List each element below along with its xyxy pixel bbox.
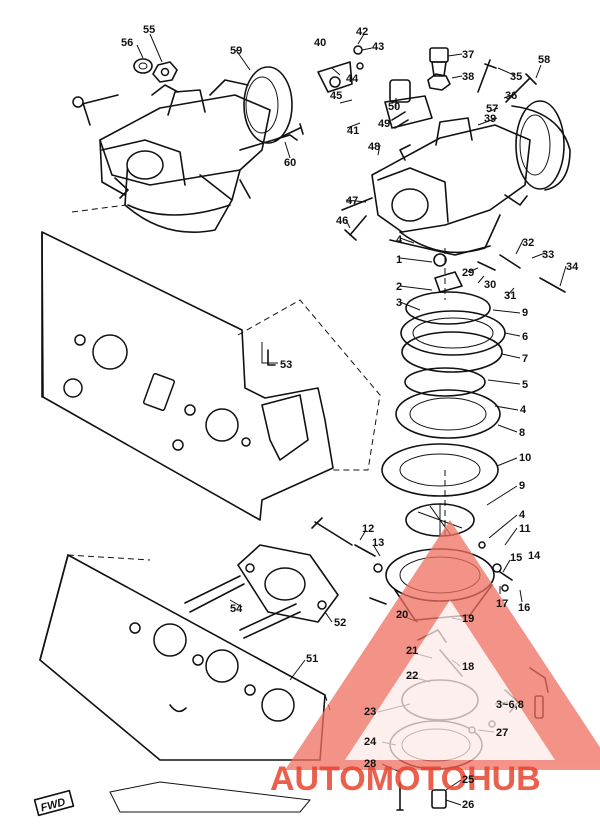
callout-8: 8 bbox=[519, 427, 525, 439]
screw-60 bbox=[274, 123, 304, 141]
callout-26: 26 bbox=[462, 799, 474, 811]
callout-16: 16 bbox=[518, 602, 530, 614]
callout-22: 22 bbox=[406, 670, 418, 682]
callout-7: 7 bbox=[522, 353, 528, 365]
callout-4-mid: 4 bbox=[520, 404, 527, 416]
float-bowl-cover-parts bbox=[317, 45, 571, 241]
nut-55 bbox=[152, 61, 178, 83]
callout-56: 56 bbox=[121, 37, 133, 49]
callout-1: 1 bbox=[396, 254, 402, 266]
callout-42: 42 bbox=[356, 26, 368, 38]
callout-9-bottom: 9 bbox=[519, 480, 525, 492]
callout-15: 15 bbox=[510, 552, 522, 564]
callout-21: 21 bbox=[406, 645, 418, 657]
callout-25: 25 bbox=[462, 774, 474, 786]
callout-45: 45 bbox=[330, 90, 342, 102]
callout-34: 34 bbox=[566, 261, 579, 273]
callout-2: 2 bbox=[396, 281, 402, 293]
forward-marker: FWD bbox=[33, 789, 75, 817]
callout-24: 24 bbox=[364, 736, 377, 748]
callout-55: 55 bbox=[143, 24, 155, 36]
callout-14: 14 bbox=[528, 550, 541, 562]
callout-44: 44 bbox=[346, 73, 359, 85]
callout-52: 52 bbox=[334, 617, 346, 629]
callout-40: 40 bbox=[314, 37, 326, 49]
callout-46: 46 bbox=[336, 215, 348, 227]
callout-60: 60 bbox=[284, 157, 296, 169]
callout-32: 32 bbox=[522, 237, 534, 249]
callout-59: 59 bbox=[230, 45, 242, 57]
callout-labels: 56 55 59 60 53 42 43 40 44 45 41 49 48 5… bbox=[121, 24, 579, 811]
callout-13: 13 bbox=[372, 537, 384, 549]
callout-3: 3 bbox=[396, 297, 402, 309]
callout-47: 47 bbox=[346, 195, 358, 207]
callout-9-top: 9 bbox=[522, 307, 528, 319]
callout-11: 11 bbox=[519, 523, 531, 535]
callout-36: 36 bbox=[505, 90, 517, 102]
callout-38: 38 bbox=[462, 71, 474, 83]
callout-18: 18 bbox=[462, 661, 474, 673]
carburetor-left bbox=[72, 66, 298, 233]
callout-17: 17 bbox=[496, 598, 508, 610]
callout-35: 35 bbox=[510, 71, 522, 83]
callout-39: 39 bbox=[484, 113, 496, 125]
callout-12: 12 bbox=[362, 523, 374, 535]
callout-41: 41 bbox=[347, 125, 359, 137]
gasket-52 bbox=[237, 544, 339, 623]
callout-10: 10 bbox=[519, 452, 531, 464]
watermark-text: AUTOMOTOHUB bbox=[270, 760, 541, 798]
callout-3-6-8: 3~6,8 bbox=[496, 699, 524, 711]
callout-33: 33 bbox=[542, 249, 554, 261]
callout-27: 27 bbox=[496, 727, 508, 739]
heat-shield-53 bbox=[41, 204, 381, 521]
callout-57: 57 bbox=[486, 103, 498, 115]
callout-43: 43 bbox=[372, 41, 384, 53]
callout-58: 58 bbox=[538, 54, 550, 66]
callout-5: 5 bbox=[522, 379, 528, 391]
washer-56 bbox=[133, 58, 153, 74]
carburetor-right bbox=[371, 100, 565, 256]
callout-23: 23 bbox=[364, 706, 376, 718]
callout-50: 50 bbox=[388, 101, 400, 113]
studs-54 bbox=[184, 575, 301, 639]
callout-51: 51 bbox=[306, 653, 318, 665]
callout-20: 20 bbox=[396, 609, 408, 621]
callout-19: 19 bbox=[462, 613, 474, 625]
automotohub-watermark bbox=[285, 520, 600, 770]
callout-29: 29 bbox=[462, 267, 474, 279]
callout-31: 31 bbox=[504, 290, 516, 302]
callout-54: 54 bbox=[230, 603, 243, 615]
callout-49: 49 bbox=[378, 118, 390, 130]
callout-48: 48 bbox=[368, 141, 380, 153]
callout-53: 53 bbox=[280, 359, 292, 371]
callout-30: 30 bbox=[484, 279, 496, 291]
callout-6: 6 bbox=[522, 331, 528, 343]
callout-4-top: 4 bbox=[396, 234, 403, 246]
callout-37: 37 bbox=[462, 49, 474, 61]
insulator-plate-51 bbox=[39, 554, 331, 813]
callout-4-low: 4 bbox=[519, 509, 526, 521]
callout-28: 28 bbox=[364, 758, 376, 770]
